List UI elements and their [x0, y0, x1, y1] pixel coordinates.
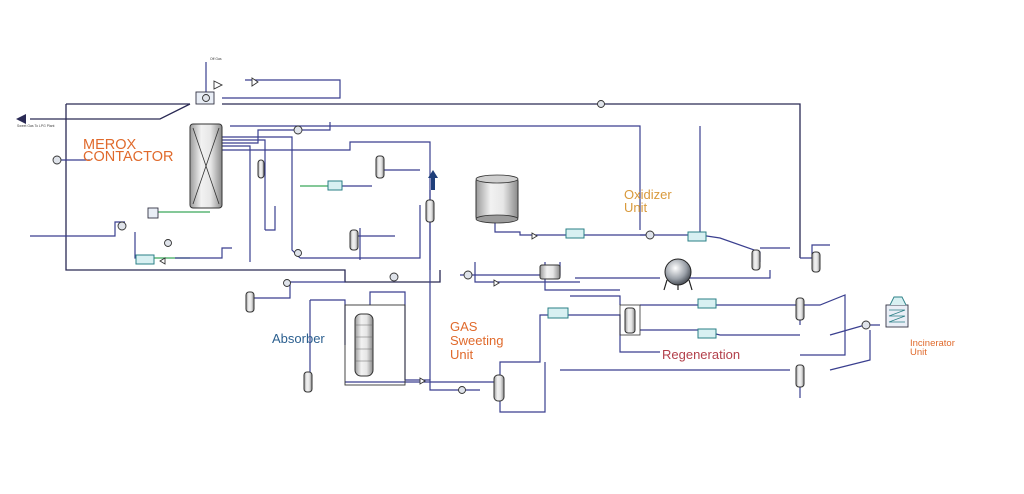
absorber-label: Absorber — [272, 331, 325, 346]
regeneration-label-text: Regeneration — [662, 347, 740, 362]
regenerator-column — [619, 304, 641, 336]
oxidizer-drum — [475, 174, 519, 224]
merox-label-line2: CONTACTOR — [83, 149, 174, 165]
incinerator-label-line2: Unit — [910, 347, 927, 358]
absorber-label-text: Absorber — [272, 331, 325, 346]
outlet-arrows — [16, 114, 438, 190]
spherical-tank — [663, 258, 693, 291]
top-vent-tag: Off Gas — [210, 57, 222, 61]
merox-contactor-column — [189, 91, 223, 209]
pumps-and-valves — [52, 77, 871, 394]
product-outlet-tag: Sweet Gas To LPG Plant — [17, 124, 54, 128]
heat-exchangers — [135, 180, 909, 339]
oxidizer-unit-label: Oxidizer Unit — [624, 187, 672, 215]
merox-contactor-label: MEROX CONTACTOR — [83, 137, 174, 165]
gas-label-line3: Unit — [450, 347, 474, 362]
incinerator-label-line1: Incinerator — [910, 338, 955, 349]
small-vessels — [245, 155, 821, 402]
merox-label-line1: MEROX — [83, 137, 137, 153]
regeneration-label: Regeneration — [662, 347, 740, 362]
gas-label-line2: Sweeting — [450, 333, 503, 348]
gas-sweeting-label: GAS Sweeting Unit — [450, 319, 503, 362]
gas-label-line1: GAS — [450, 319, 478, 334]
oxidizer-label-line1: Oxidizer — [624, 187, 672, 202]
absorber-column — [344, 304, 406, 386]
stream-tags: Sweet Gas To LPG Plant Off Gas — [17, 57, 222, 128]
incinerator-unit-label: Incinerator Unit — [910, 338, 955, 358]
oxidizer-label-line2: Unit — [624, 200, 648, 215]
